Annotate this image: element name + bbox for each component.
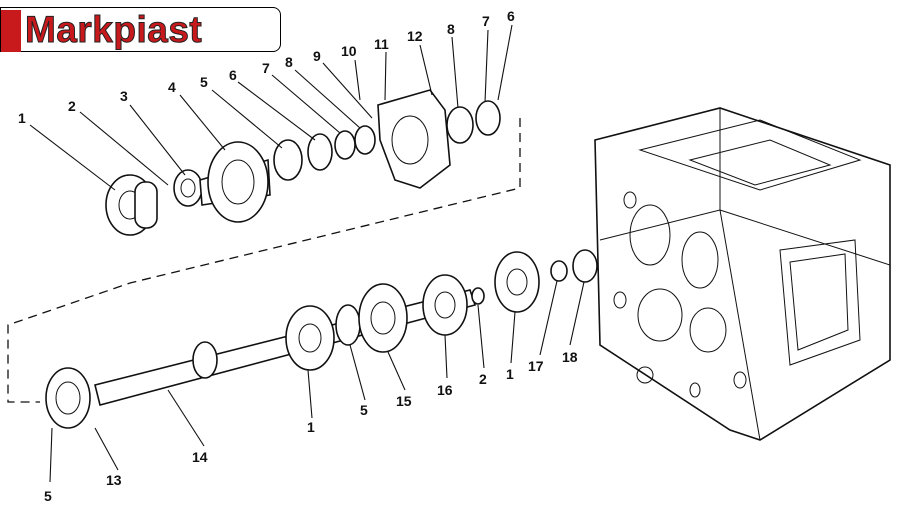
lower-shaft-assembly — [45, 249, 598, 429]
part-bearing-18 — [572, 249, 598, 283]
part-needle-bearing-lower — [335, 304, 361, 346]
part-shaft-14 — [94, 289, 477, 406]
callout-6-right: 6 — [507, 8, 515, 24]
callout-labels: 1 2 3 4 5 6 7 8 9 10 11 12 8 7 6 1 5 15 … — [18, 8, 578, 504]
logo-bar — [1, 10, 21, 52]
part-bearing-upper — [173, 169, 203, 207]
callout-10: 10 — [341, 43, 357, 59]
callout-2: 2 — [68, 98, 76, 114]
callout-2-lower: 2 — [479, 371, 487, 387]
callout-18: 18 — [562, 349, 578, 365]
callout-17: 17 — [528, 358, 544, 374]
callout-7-right: 7 — [482, 13, 490, 29]
part-coupling-lower — [285, 305, 335, 371]
part-ring-17 — [550, 260, 568, 282]
logo-text: Markpiast — [24, 9, 203, 51]
callout-5: 5 — [200, 74, 208, 90]
callout-9: 9 — [313, 48, 321, 64]
callout-1-lower: 1 — [307, 419, 315, 435]
callout-5-lower: 5 — [360, 402, 368, 418]
callout-1-right: 1 — [506, 366, 514, 382]
callout-1: 1 — [18, 110, 26, 126]
dashed-connector — [7, 118, 521, 403]
callout-6: 6 — [229, 67, 237, 83]
upper-shaft-assembly — [105, 89, 501, 236]
callout-12: 12 — [407, 28, 423, 44]
part-needle-bearing-upper — [273, 139, 303, 181]
callout-8: 8 — [285, 54, 293, 70]
callout-3: 3 — [120, 88, 128, 104]
part-coupling-right — [494, 251, 540, 313]
part-gear-13 — [45, 367, 91, 429]
callout-15: 15 — [396, 393, 412, 409]
part-gear-16 — [422, 274, 468, 336]
callout-11: 11 — [374, 36, 389, 52]
callout-14: 14 — [192, 449, 208, 465]
callout-5-bottom: 5 — [44, 488, 52, 504]
part-bearing-housing — [377, 89, 451, 189]
callout-8-right: 8 — [447, 21, 455, 37]
callout-13: 13 — [106, 472, 122, 488]
part-gear-upper — [207, 141, 269, 223]
callout-4: 4 — [168, 79, 176, 95]
callout-7: 7 — [262, 60, 270, 76]
gearbox-housing — [594, 107, 891, 441]
markpiast-logo: Markpiast — [0, 7, 281, 52]
callout-16: 16 — [437, 382, 453, 398]
leader-lines — [29, 24, 585, 483]
part-gear-15 — [358, 283, 408, 353]
